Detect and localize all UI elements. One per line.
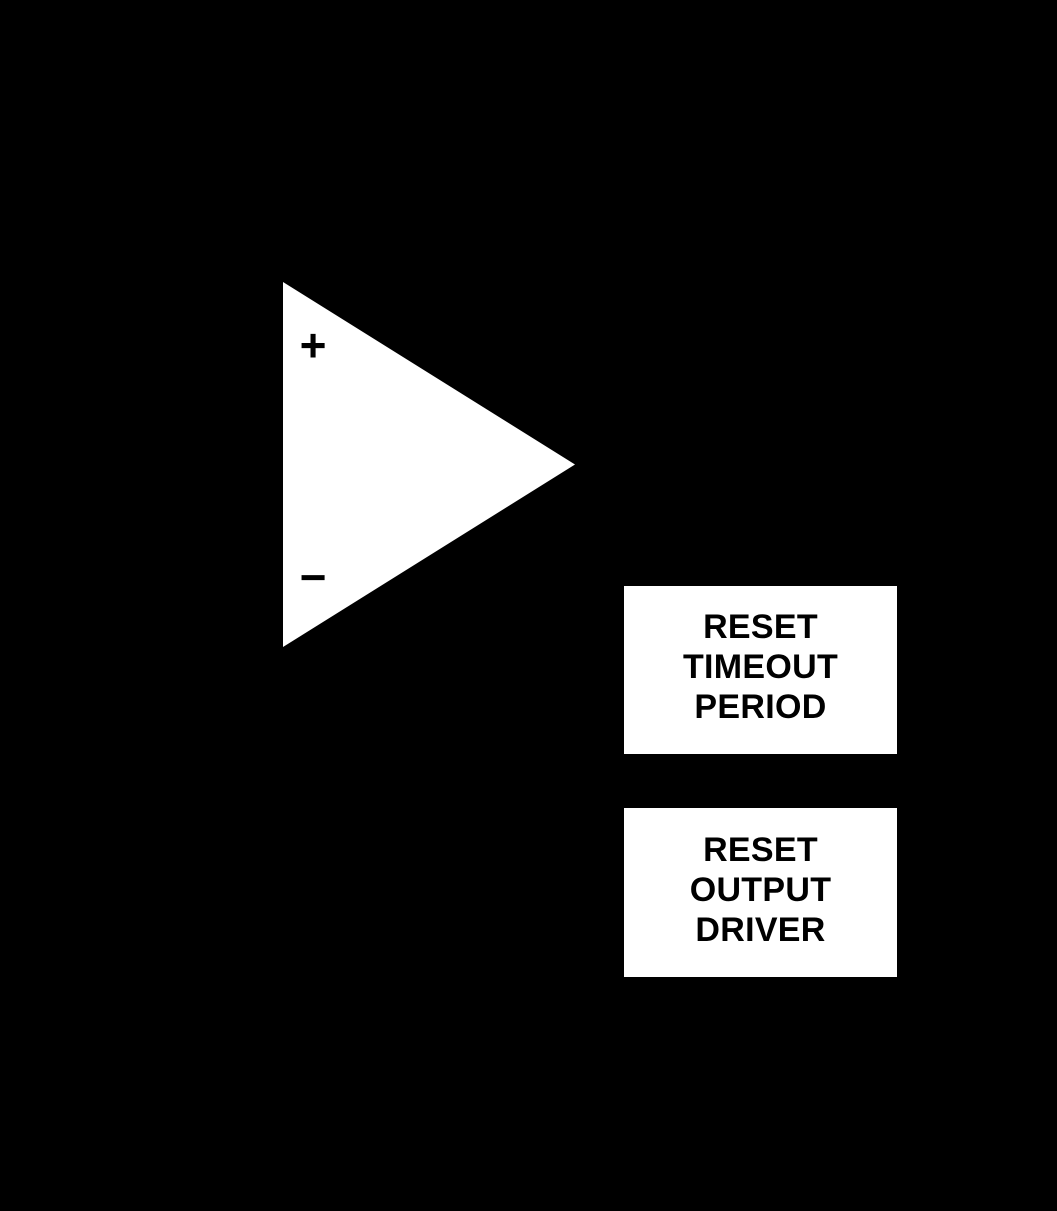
block-reset-output-driver-line-2: OUTPUT	[689, 870, 832, 909]
comparator-negative-input-label: −	[299, 551, 327, 603]
block-reset-timeout-period-line-1: RESET	[703, 608, 818, 646]
block-reset-timeout-period-line-2: TIMEOUT	[682, 648, 839, 686]
block-reset-timeout-period-line-3: PERIOD	[694, 688, 827, 726]
comparator-positive-input-label: +	[299, 319, 327, 371]
comparator-triangle-icon	[283, 282, 575, 647]
block-reset-output-driver-line-3: DRIVER	[695, 910, 826, 949]
block-reset-timeout-period: RESET TIMEOUT PERIOD	[624, 586, 897, 754]
comparator-symbol	[283, 282, 575, 647]
block-reset-output-driver: RESET OUTPUT DRIVER	[624, 808, 897, 977]
block-reset-output-driver-line-1: RESET	[703, 830, 818, 869]
